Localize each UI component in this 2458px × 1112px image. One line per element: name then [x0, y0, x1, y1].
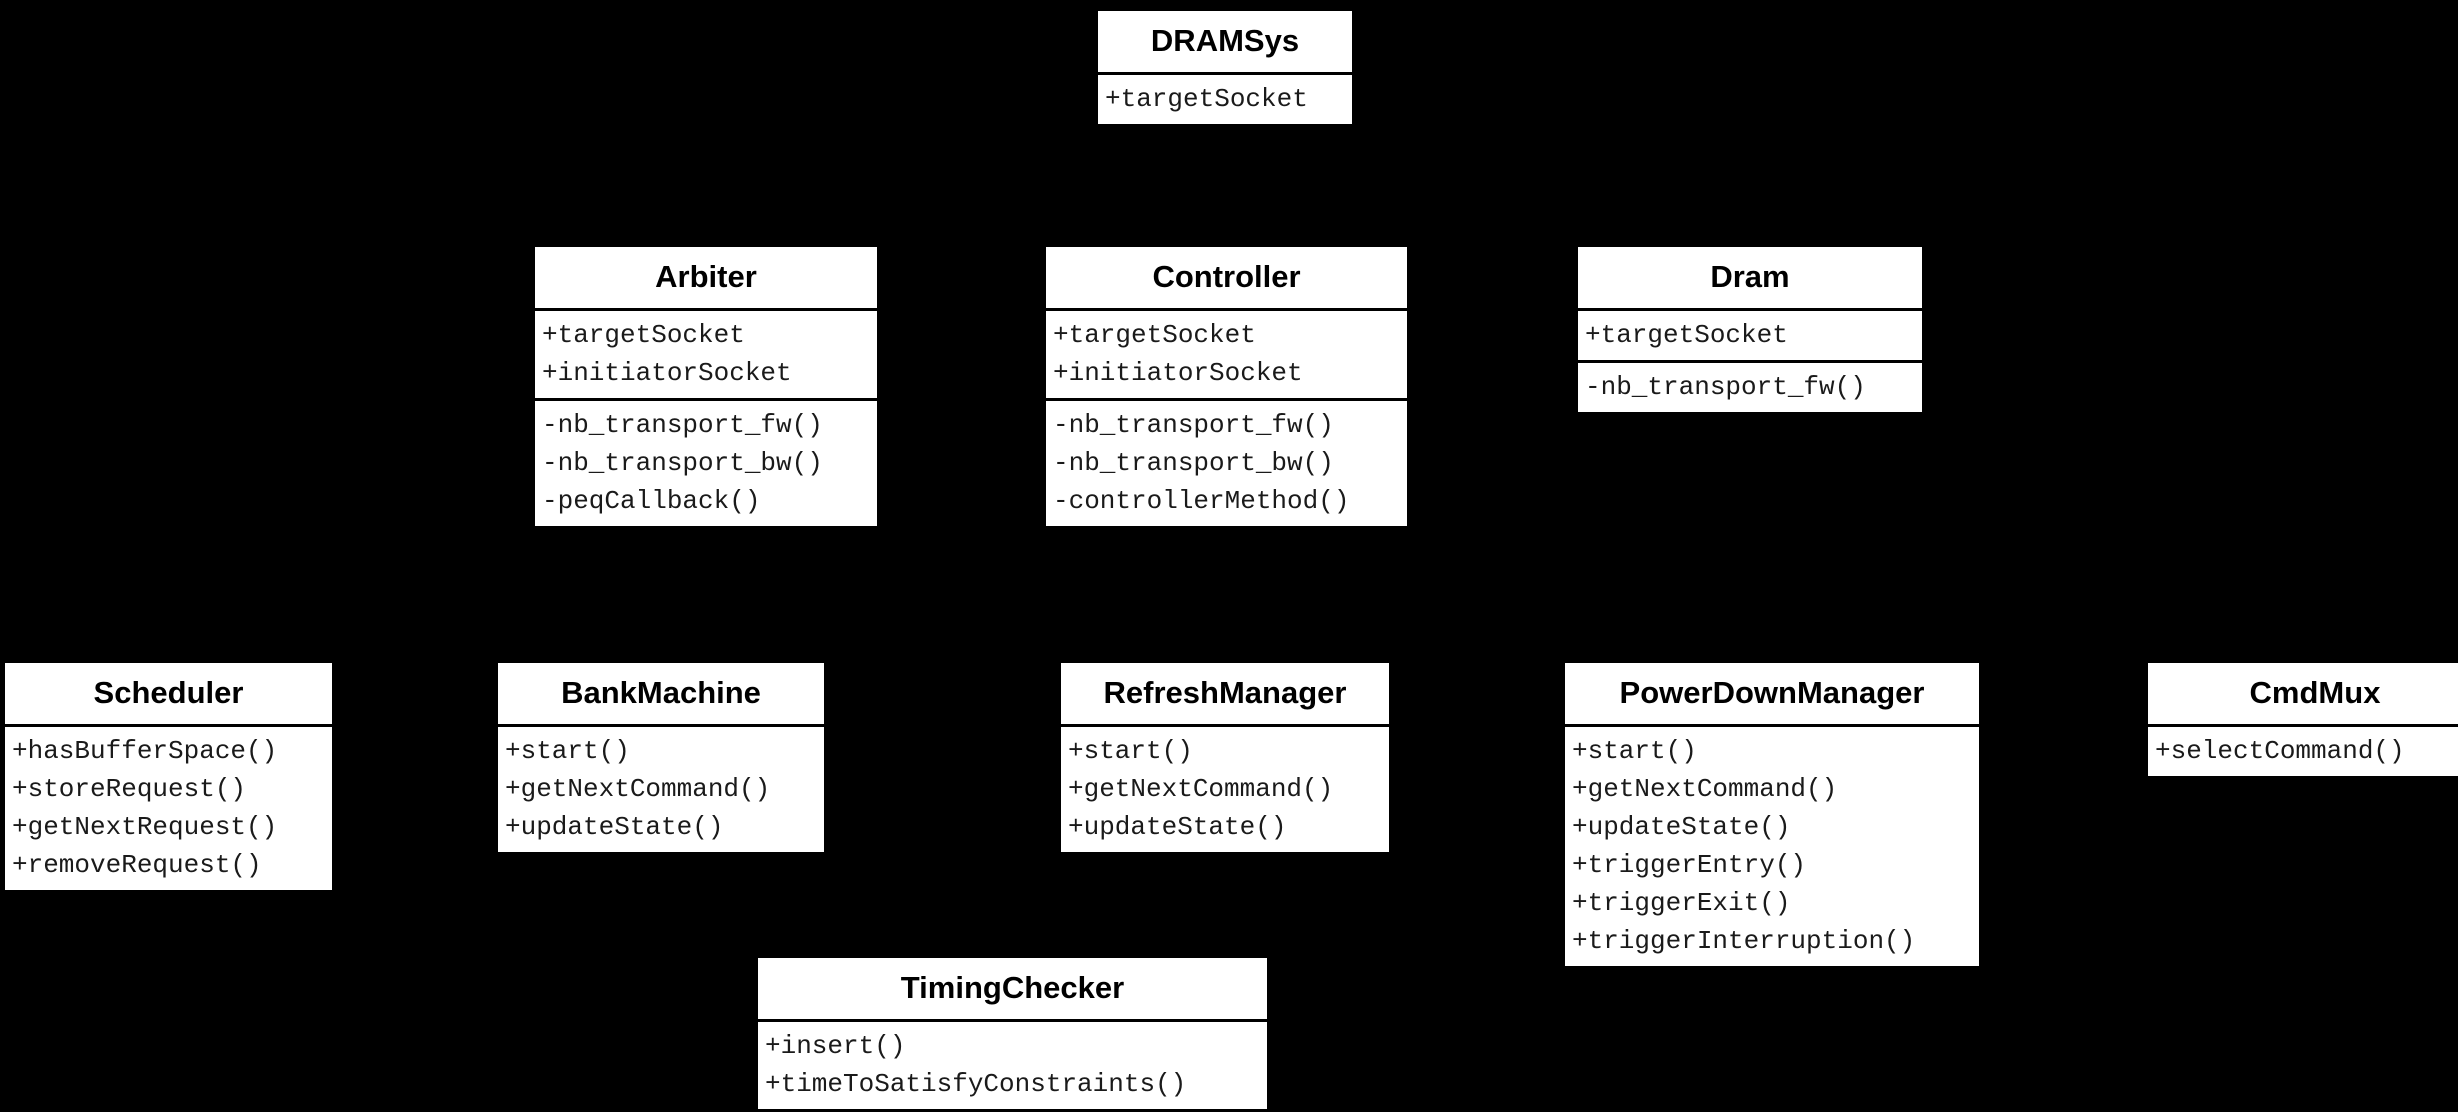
class-title-bankmachine: BankMachine [498, 663, 824, 724]
uml-class-scheduler[interactable]: Scheduler +hasBufferSpace() +storeReques… [2, 660, 335, 893]
method-item: -nb_transport_bw() [1053, 448, 1334, 478]
method-item: +removeRequest() [12, 850, 262, 880]
class-title-dramsys: DRAMSys [1098, 11, 1352, 72]
uml-class-dramsys[interactable]: DRAMSys +targetSocket [1095, 8, 1355, 127]
uml-class-cmdmux[interactable]: CmdMux +selectCommand() [2145, 660, 2458, 779]
attribute-item: +targetSocket [1105, 84, 1308, 114]
class-title-refreshmanager: RefreshManager [1061, 663, 1389, 724]
method-item: -controllerMethod() [1053, 486, 1350, 516]
methods-compartment-arbiter: -nb_transport_fw() -nb_transport_bw() -p… [535, 398, 877, 526]
method-item: +triggerEntry() [1572, 850, 1807, 880]
class-title-dram: Dram [1578, 247, 1922, 308]
attribute-item: +initiatorSocket [542, 358, 792, 388]
uml-class-bankmachine[interactable]: BankMachine +start() +getNextCommand() +… [495, 660, 827, 855]
class-title-timingchecker: TimingChecker [758, 958, 1267, 1019]
method-item: +start() [1068, 736, 1193, 766]
method-item: -nb_transport_fw() [1585, 372, 1866, 402]
attributes-compartment-dramsys: +targetSocket [1098, 72, 1352, 124]
class-title-controller: Controller [1046, 247, 1407, 308]
class-title-powerdownmanager: PowerDownManager [1565, 663, 1979, 724]
method-item: -nb_transport_fw() [1053, 410, 1334, 440]
methods-compartment-refreshmanager: +start() +getNextCommand() +updateState(… [1061, 724, 1389, 852]
method-item: +selectCommand() [2155, 736, 2405, 766]
class-title-cmdmux: CmdMux [2148, 663, 2458, 724]
uml-class-refreshmanager[interactable]: RefreshManager +start() +getNextCommand(… [1058, 660, 1392, 855]
method-item: +getNextCommand() [1068, 774, 1334, 804]
method-item: -peqCallback() [542, 486, 761, 516]
method-item: +start() [505, 736, 630, 766]
attribute-item: +initiatorSocket [1053, 358, 1303, 388]
methods-compartment-timingchecker: +insert() +timeToSatisfyConstraints() [758, 1019, 1267, 1109]
method-item: +start() [1572, 736, 1697, 766]
methods-compartment-controller: -nb_transport_fw() -nb_transport_bw() -c… [1046, 398, 1407, 526]
uml-class-arbiter[interactable]: Arbiter +targetSocket +initiatorSocket -… [532, 244, 880, 529]
methods-compartment-scheduler: +hasBufferSpace() +storeRequest() +getNe… [5, 724, 332, 890]
uml-class-timingchecker[interactable]: TimingChecker +insert() +timeToSatisfyCo… [755, 955, 1270, 1112]
attributes-compartment-controller: +targetSocket +initiatorSocket [1046, 308, 1407, 398]
method-item: +storeRequest() [12, 774, 247, 804]
method-item: +getNextCommand() [505, 774, 771, 804]
class-title-arbiter: Arbiter [535, 247, 877, 308]
attributes-compartment-arbiter: +targetSocket +initiatorSocket [535, 308, 877, 398]
uml-class-dram[interactable]: Dram +targetSocket -nb_transport_fw() [1575, 244, 1925, 415]
method-item: +getNextCommand() [1572, 774, 1838, 804]
attribute-item: +targetSocket [1585, 320, 1788, 350]
method-item: +hasBufferSpace() [12, 736, 278, 766]
method-item: +getNextRequest() [12, 812, 278, 842]
method-item: +updateState() [1068, 812, 1287, 842]
attribute-item: +targetSocket [542, 320, 745, 350]
method-item: +triggerInterruption() [1572, 926, 1916, 956]
uml-class-controller[interactable]: Controller +targetSocket +initiatorSocke… [1043, 244, 1410, 529]
method-item: +updateState() [505, 812, 724, 842]
methods-compartment-cmdmux: +selectCommand() [2148, 724, 2458, 776]
uml-class-powerdownmanager[interactable]: PowerDownManager +start() +getNextComman… [1562, 660, 1982, 969]
method-item: +triggerExit() [1572, 888, 1791, 918]
methods-compartment-dram: -nb_transport_fw() [1578, 360, 1922, 412]
attributes-compartment-dram: +targetSocket [1578, 308, 1922, 360]
method-item: +insert() [765, 1031, 906, 1061]
attribute-item: +targetSocket [1053, 320, 1256, 350]
method-item: +updateState() [1572, 812, 1791, 842]
method-item: -nb_transport_bw() [542, 448, 823, 478]
method-item: -nb_transport_fw() [542, 410, 823, 440]
methods-compartment-bankmachine: +start() +getNextCommand() +updateState(… [498, 724, 824, 852]
class-title-scheduler: Scheduler [5, 663, 332, 724]
method-item: +timeToSatisfyConstraints() [765, 1069, 1187, 1099]
methods-compartment-powerdownmanager: +start() +getNextCommand() +updateState(… [1565, 724, 1979, 966]
